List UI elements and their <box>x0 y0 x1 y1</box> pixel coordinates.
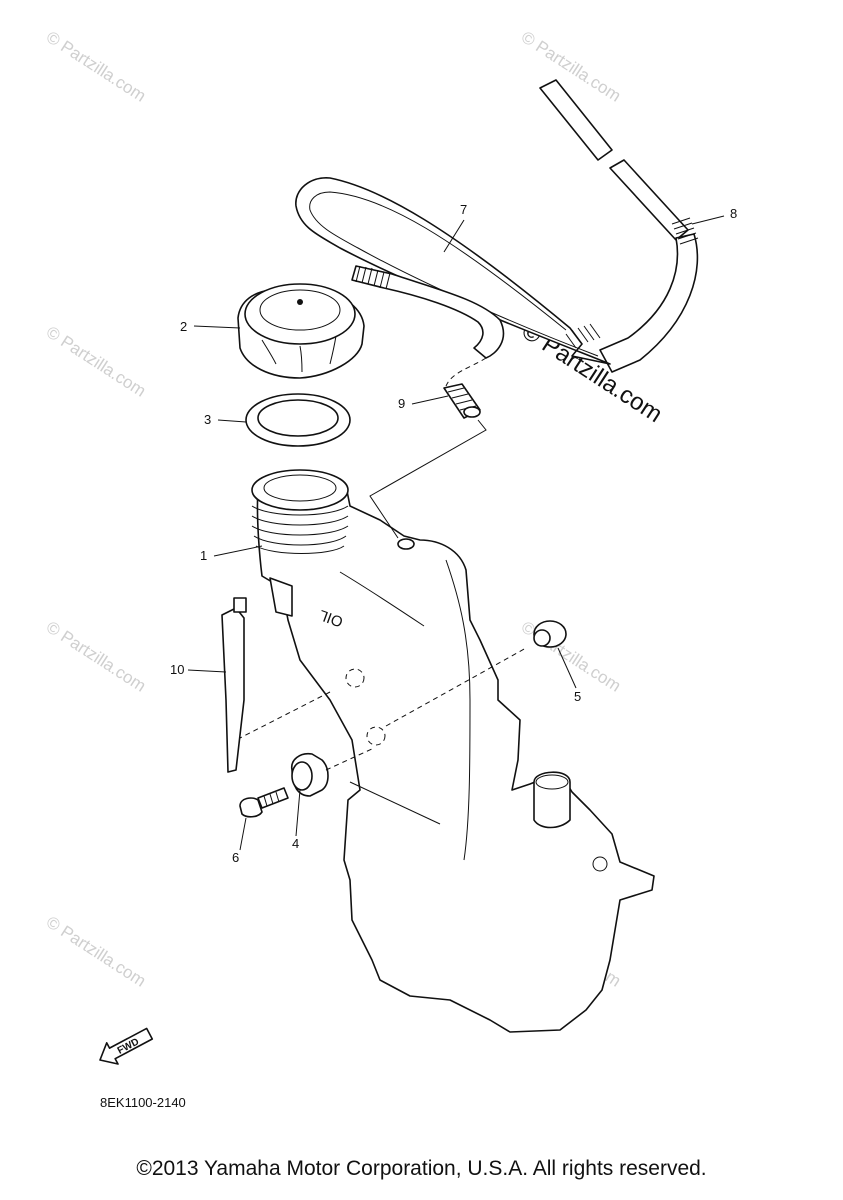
watermark: © Partzilla.com <box>43 617 149 695</box>
fwd-label: FWD <box>116 1036 141 1056</box>
bolt-6[interactable] <box>239 787 289 818</box>
fwd-arrow: FWD <box>99 1027 154 1065</box>
callout-8: 8 <box>730 206 737 221</box>
watermark: © Partzilla.com <box>43 322 149 400</box>
copyright-notice: ©2013 Yamaha Motor Corporation, U.S.A. A… <box>136 1157 707 1180</box>
watermark: © Partzilla.com <box>43 27 149 105</box>
callout-numbers: 1 2 3 4 5 6 7 8 9 10 <box>170 202 737 865</box>
watermark: © Partzilla.com <box>518 27 624 105</box>
watermark: © Partzilla.com <box>518 617 624 695</box>
watermark: © Partzilla.com <box>43 912 149 990</box>
callout-4: 4 <box>292 836 299 851</box>
band-10[interactable] <box>221 597 247 773</box>
callout-7: 7 <box>460 202 467 217</box>
gasket-3[interactable] <box>245 393 351 447</box>
diagram-code: 8EK1100-2140 <box>100 1095 186 1110</box>
callout-10: 10 <box>170 662 184 677</box>
damper-4[interactable] <box>290 752 329 797</box>
breather-hose-9[interactable] <box>443 357 487 419</box>
breather-hose-8[interactable] <box>539 79 699 373</box>
callout-1: 1 <box>200 548 207 563</box>
oil-tank-1[interactable]: OIL <box>251 469 655 1033</box>
grommet-5[interactable] <box>533 620 567 648</box>
callout-2: 2 <box>180 319 187 334</box>
assembly-lines <box>239 419 527 771</box>
callout-3: 3 <box>204 412 211 427</box>
oil-tank-cap-2[interactable] <box>237 283 365 379</box>
callout-6: 6 <box>232 850 239 865</box>
callout-leaders <box>187 215 725 851</box>
callout-5: 5 <box>574 689 581 704</box>
callout-9: 9 <box>398 396 405 411</box>
